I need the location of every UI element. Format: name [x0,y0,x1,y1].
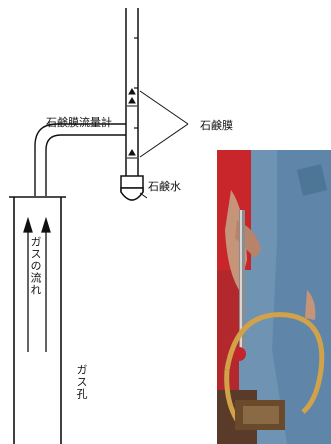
soap-film-label: 石鹸膜 [200,119,233,132]
flowmeter-label: 石鹸膜流量計 [46,116,112,129]
soap-film-leaders [139,90,189,158]
gas-hole-label: ガス孔 [75,364,88,400]
soap-water-label: 石鹸水 [148,180,181,193]
connecting-tube-fill [36,150,45,196]
soap-water-leader [139,192,148,199]
gas-flow-label: ガスの流れ [29,236,42,296]
connecting-tube [34,123,126,196]
scale-ticks [134,37,138,129]
field-photo [217,150,331,444]
gas-hole-pipe [9,196,66,444]
flowmeter-tube [125,8,139,176]
photo-illustration [217,150,331,444]
soap-water-bulb [120,175,144,201]
soap-film-marks [127,88,137,159]
gas-flow-arrows [23,216,51,352]
